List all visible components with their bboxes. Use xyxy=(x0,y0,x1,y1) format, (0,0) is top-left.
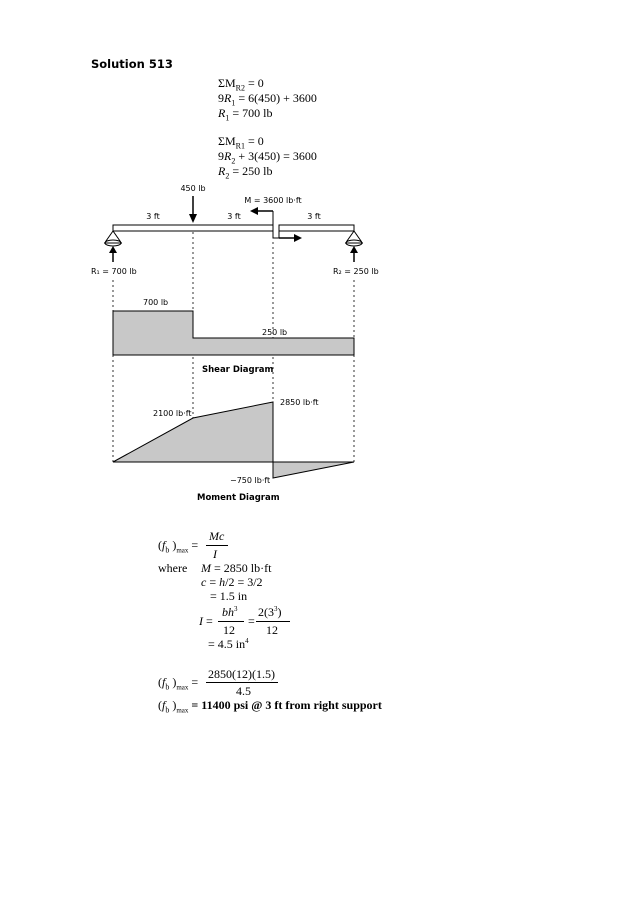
moment-label: M = 3600 lb·ft xyxy=(244,196,301,205)
I-value: = 4.5 in4 xyxy=(208,637,249,651)
shear-title: Shear Diagram xyxy=(202,365,274,375)
load-label: 450 lb xyxy=(180,184,205,193)
moment-bracket xyxy=(272,225,280,239)
I-eq: = xyxy=(248,614,255,628)
moment-title: Moment Diagram xyxy=(197,493,280,503)
eq-r1-expression: 9R1 = 6(450) + 3600 xyxy=(218,91,317,108)
stress-formula-bar xyxy=(206,545,228,546)
result-value: = 11400 psi @ 3 ft from right support xyxy=(191,698,382,712)
c-line: c = h/2 = 3/2 xyxy=(201,575,263,589)
eq-r2-expression: 9R2 + 3(450) = 3600 xyxy=(218,149,317,166)
shear-label-right: 250 lb xyxy=(262,328,287,337)
moment-positive-area xyxy=(112,401,274,463)
solution-title: Solution 513 xyxy=(91,57,173,71)
moment-diagram: 2100 lb·ft 2850 lb·ft −750 lb·ft Moment … xyxy=(112,398,355,503)
arrow-up-icon xyxy=(109,246,117,253)
span-label-2: 3 ft xyxy=(227,212,240,221)
support-right-icon xyxy=(345,230,363,262)
I-num1: bh3 xyxy=(222,605,238,619)
stress-lhs-1: (fb )max = xyxy=(158,538,199,555)
moment-negative-area xyxy=(272,461,355,479)
moment-label-b: 2850 lb·ft xyxy=(280,398,319,407)
moment-label-a: 2100 lb·ft xyxy=(153,409,192,418)
shear-area xyxy=(112,310,355,356)
I-den2: 12 xyxy=(266,623,278,637)
reaction-right-label: R₂ = 250 lb xyxy=(333,267,379,276)
result-line: (fb )max = 11400 psi @ 3 ft from right s… xyxy=(158,698,382,715)
I-bar2 xyxy=(256,621,290,622)
c-value: = 1.5 in xyxy=(210,589,248,603)
calc-num: 2850(12)(1.5) xyxy=(208,667,275,681)
I-lhs: I = xyxy=(199,614,213,628)
stress-formula-den: I xyxy=(213,547,217,561)
eq-r1-value: R1 = 700 lb xyxy=(218,106,273,123)
arrow-left-icon xyxy=(250,207,258,215)
stress-lhs-2: (fb )max = xyxy=(158,675,199,692)
arrow-right-icon xyxy=(294,234,302,242)
where-label: where xyxy=(158,561,188,575)
I-den1: 12 xyxy=(223,623,235,637)
beam-left xyxy=(112,224,274,232)
I-bar1 xyxy=(218,621,244,622)
m-line: M = 2850 lb·ft xyxy=(201,561,272,575)
moment-label-c: −750 lb·ft xyxy=(230,476,270,485)
stress-formula-num: Mc xyxy=(209,529,225,543)
reaction-left-label: R₁ = 700 lb xyxy=(91,267,137,276)
shear-label-left: 700 lb xyxy=(143,298,168,307)
beam-right xyxy=(278,224,355,232)
I-num2: 2(33) xyxy=(258,605,282,619)
support-left-icon xyxy=(104,230,122,262)
shear-diagram: 700 lb 250 lb Shear Diagram xyxy=(112,298,355,375)
calc-bar xyxy=(206,682,278,683)
eq-sum-moments-r1: ΣMR1 = 0 xyxy=(218,134,264,151)
guide-lines xyxy=(112,232,355,462)
beam-assembly: 450 lb M = 3600 lb·ft 3 ft 3 ft 3 ft R₁ … xyxy=(91,184,379,276)
span-label-1: 3 ft xyxy=(146,212,159,221)
eq-sum-moments-r2: ΣMR2 = 0 xyxy=(218,76,264,93)
eq-r2-value: R2 = 250 lb xyxy=(218,164,273,181)
calc-den: 4.5 xyxy=(236,684,251,698)
arrow-down-icon xyxy=(189,214,197,223)
span-label-3: 3 ft xyxy=(307,212,320,221)
